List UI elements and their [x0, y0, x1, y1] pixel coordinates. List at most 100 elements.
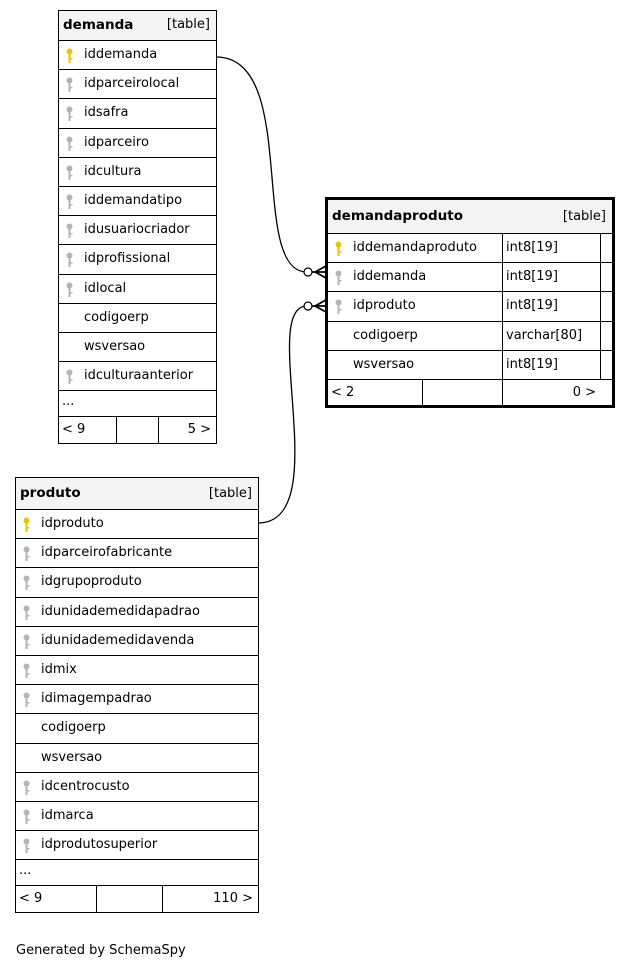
foreign-key-icon: [22, 634, 31, 650]
table-name: demandaproduto: [332, 208, 463, 224]
column-row[interactable]: wsversao: [59, 333, 216, 363]
table-footer: < 2 0 >: [328, 379, 612, 405]
children-count[interactable]: 110 >: [213, 891, 253, 907]
column-name: idmix: [41, 661, 77, 677]
table-kind: [table]: [208, 486, 252, 501]
column-name: iddemandatipo: [84, 192, 183, 208]
column-name: idunidademedidapadrao: [41, 603, 200, 619]
foreign-key-icon: [22, 575, 31, 591]
table-footer: < 9 5 >: [59, 417, 216, 444]
column-spacer: [600, 321, 612, 350]
column-row[interactable]: iddemanda: [59, 41, 216, 71]
column-name: idsafra: [84, 105, 129, 121]
column-name: idlocal: [84, 280, 127, 296]
link-demanda-demandaproduto: [215, 56, 308, 273]
column-row[interactable]: idmarca: [16, 802, 258, 832]
column-spacer: [600, 350, 612, 379]
foreign-key-icon: [22, 663, 31, 679]
column-name: iddemanda: [84, 47, 158, 62]
table-demanda[interactable]: demanda [table] iddemanda idparceirolocal…: [58, 10, 217, 445]
column-row[interactable]: idparceirolocal: [59, 70, 216, 100]
column-row[interactable]: idlocal: [59, 275, 216, 304]
column-row[interactable]: idimagempadrao: [16, 685, 258, 715]
foreign-key-icon: [22, 692, 31, 708]
primary-key-icon: [334, 241, 343, 257]
column-row[interactable]: idsafra: [59, 99, 216, 129]
table-header[interactable]: produto [table]: [16, 478, 258, 510]
column-row[interactable]: idproduto: [16, 510, 258, 540]
optional-circle-demanda: [303, 267, 313, 277]
foreign-key-icon: [22, 809, 31, 825]
column-name: idparceirolocal: [84, 76, 180, 92]
column-name: idprofissional: [84, 251, 171, 267]
column-name: idproduto: [41, 516, 104, 531]
table-header[interactable]: demandaproduto [table]: [328, 200, 612, 234]
column-row[interactable]: codigoerp: [16, 714, 258, 744]
crowfoot-demanda: [312, 265, 327, 279]
column-row[interactable]: idusuariocriador: [59, 216, 216, 246]
primary-key-icon: [65, 48, 74, 64]
column-name: wsversao: [41, 749, 103, 765]
column-name: iddemandaproduto: [353, 240, 478, 255]
foreign-key-icon: [22, 605, 31, 621]
parents-count[interactable]: < 9: [19, 891, 43, 907]
column-row[interactable]: codigoerp: [59, 304, 216, 333]
foreign-key-icon: [65, 194, 74, 210]
more-columns: ...: [59, 391, 216, 418]
link-produto-demandaproduto: [257, 305, 308, 524]
column-row[interactable]: idprodutosuperior: [16, 831, 258, 861]
children-count[interactable]: 5 >: [187, 422, 211, 438]
column-row[interactable]: idunidademedidavenda: [16, 627, 258, 656]
table-kind: [table]: [166, 17, 210, 32]
column-row[interactable]: idgrupoproduto: [16, 568, 258, 598]
column-row[interactable]: wsversao: [16, 744, 258, 773]
table-name: produto: [20, 485, 81, 501]
column-name: idproduto: [353, 298, 416, 314]
foreign-key-icon: [65, 223, 74, 239]
column-type: int8[19]: [502, 234, 600, 263]
column-name: idcultura: [84, 163, 142, 179]
column-row[interactable]: idunidademedidapadrao: [16, 598, 258, 627]
column-row[interactable]: idculturaanterior: [59, 362, 216, 392]
column-name: idparceirofabricante: [41, 545, 173, 561]
column-name: idculturaanterior: [84, 368, 194, 384]
optional-circle-produto: [303, 301, 313, 311]
column-row[interactable]: idparceirofabricante: [16, 539, 258, 569]
column-type: int8[19]: [502, 263, 600, 292]
column-row[interactable]: wsversao int8[19]: [328, 350, 612, 380]
column-type: int8[19]: [502, 350, 600, 379]
column-row[interactable]: idcultura: [59, 158, 216, 187]
crowfoot-produto: [312, 299, 327, 313]
table-footer: < 9 110 >: [16, 886, 258, 913]
table-produto[interactable]: produto [table] idproduto idparceirofabri…: [15, 477, 259, 914]
foreign-key-icon: [22, 838, 31, 854]
parents-count[interactable]: < 2: [331, 384, 355, 400]
column-row[interactable]: idmix: [16, 656, 258, 686]
column-row[interactable]: idproduto int8[19]: [328, 292, 612, 322]
more-columns: ...: [16, 860, 258, 887]
column-name: idgrupoproduto: [41, 574, 142, 590]
foreign-key-icon: [334, 299, 343, 315]
column-row[interactable]: idprofissional: [59, 245, 216, 275]
foreign-key-icon: [334, 270, 343, 286]
table-kind: [table]: [562, 209, 606, 224]
column-name: idprodutosuperior: [41, 837, 158, 853]
parents-count[interactable]: < 9: [62, 422, 86, 438]
children-count[interactable]: 0 >: [572, 384, 596, 400]
column-row[interactable]: idcentrocusto: [16, 773, 258, 802]
column-name: wsversao: [353, 356, 415, 372]
column-row[interactable]: iddemandaproduto int8[19]: [328, 234, 612, 264]
column-row[interactable]: idparceiro: [59, 129, 216, 158]
foreign-key-icon: [22, 780, 31, 796]
generated-by-note: Generated by SchemaSpy: [16, 943, 186, 958]
table-header[interactable]: demanda [table]: [59, 11, 216, 41]
column-name: idimagempadrao: [41, 691, 152, 707]
column-spacer: [600, 292, 612, 321]
column-name: idmarca: [41, 807, 94, 823]
column-row[interactable]: iddemandatipo: [59, 187, 216, 217]
column-type: int8[19]: [502, 292, 600, 321]
